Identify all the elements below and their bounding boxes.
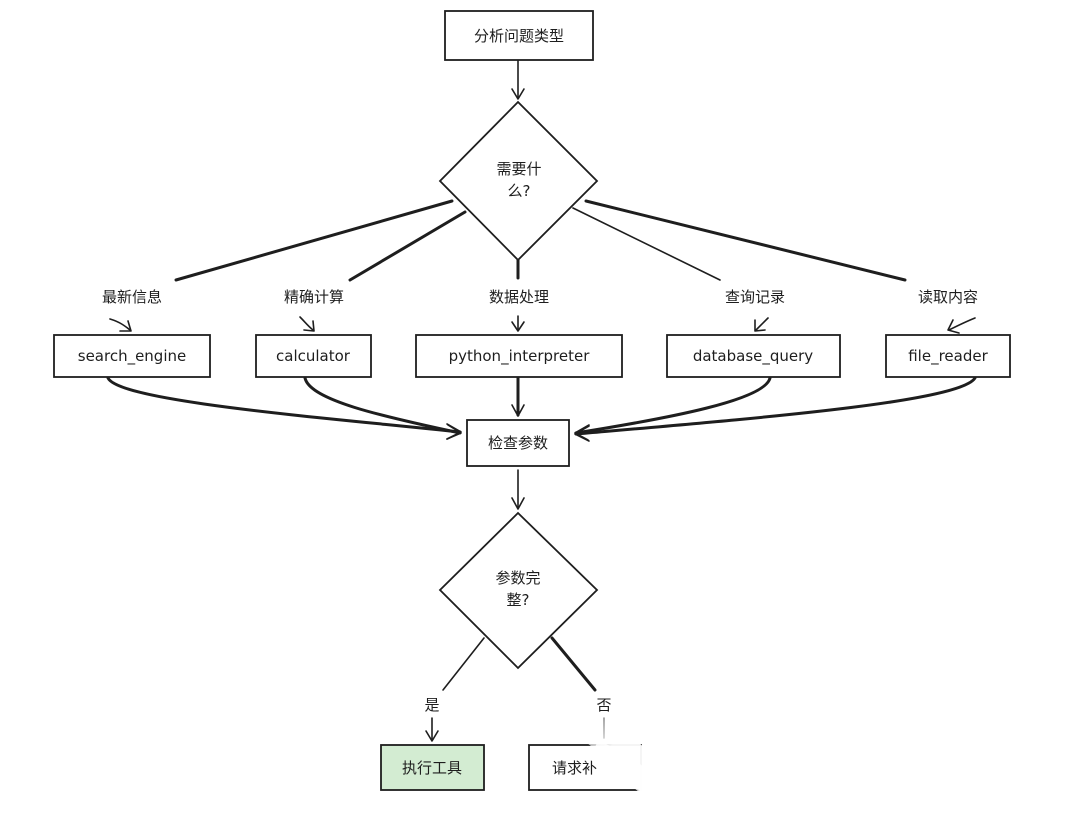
svg-text:精确计算: 精确计算: [284, 288, 344, 306]
edge-query-to-db: [754, 317, 769, 332]
svg-text:是: 是: [424, 696, 439, 714]
watermark-smear: [575, 705, 700, 822]
svg-text:检查参数: 检查参数: [488, 434, 548, 452]
svg-text:database_query: database_query: [693, 347, 813, 366]
edge-search-to-check: [106, 376, 462, 440]
svg-text:执行工具: 执行工具: [402, 759, 462, 777]
edge-label-data: 数据处理: [478, 284, 560, 310]
edge-yes-to-execute: [425, 717, 439, 742]
decision-need-line2: 么?: [508, 182, 531, 200]
edge-need-to-query: [572, 207, 721, 281]
edge-latest-to-search: [109, 318, 132, 332]
node-analyze: 分析问题类型: [444, 10, 594, 61]
edge-need-to-precise: [348, 210, 467, 282]
edge-calc-to-check: [303, 376, 462, 440]
svg-text:否: 否: [596, 696, 611, 714]
edge-check-to-complete: [511, 469, 525, 510]
decision-need-line1: 需要什: [496, 160, 541, 178]
edge-file-to-check: [574, 376, 977, 442]
svg-text:calculator: calculator: [276, 347, 351, 365]
edge-python-to-check: [511, 376, 525, 417]
decision-complete-line1: 参数完: [495, 569, 540, 587]
svg-text:查询记录: 查询记录: [725, 288, 785, 306]
edge-label-latest: 最新信息: [92, 284, 172, 310]
edge-need-to-read: [584, 199, 907, 282]
svg-text:最新信息: 最新信息: [102, 288, 162, 306]
edge-label-precise: 精确计算: [272, 284, 356, 310]
node-calculator: calculator: [255, 334, 372, 378]
svg-text:file_reader: file_reader: [908, 347, 988, 366]
node-search-engine: search_engine: [53, 334, 211, 378]
decision-need: 需要什 么?: [438, 100, 599, 262]
svg-text:python_interpreter: python_interpreter: [449, 347, 591, 366]
edge-read-to-file: [947, 317, 976, 334]
decision-complete: 参数完 整?: [438, 511, 599, 670]
edge-need-to-latest: [174, 199, 454, 282]
edge-analyze-to-need: [511, 59, 525, 100]
edge-label-yes: 是: [420, 692, 444, 716]
node-database-query: database_query: [666, 334, 841, 378]
edge-precise-to-calc: [299, 316, 315, 332]
edge-label-read: 读取内容: [906, 284, 990, 310]
svg-text:请求补: 请求补: [552, 759, 597, 777]
edge-complete-to-yes: [442, 637, 485, 691]
edge-complete-to-no: [550, 636, 597, 692]
edge-data-to-python: [511, 315, 525, 332]
decision-complete-line2: 整?: [507, 591, 530, 609]
node-execute-tool: 执行工具: [380, 744, 485, 791]
node-analyze-label: 分析问题类型: [474, 27, 564, 45]
node-python-interpreter: python_interpreter: [415, 334, 623, 378]
edge-label-query: 查询记录: [714, 284, 796, 310]
node-file-reader: file_reader: [885, 334, 1011, 378]
svg-text:search_engine: search_engine: [78, 347, 187, 366]
svg-text:读取内容: 读取内容: [918, 288, 978, 306]
node-check-params: 检查参数: [466, 419, 570, 467]
svg-text:数据处理: 数据处理: [489, 288, 549, 306]
